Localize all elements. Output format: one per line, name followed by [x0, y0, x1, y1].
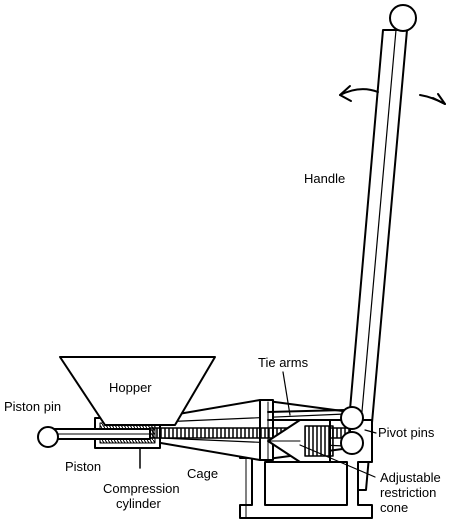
left-arrow-icon: [339, 85, 379, 102]
piston-pin: [37, 426, 59, 448]
label-handle: Handle: [304, 171, 345, 186]
label-piston-pin: Piston pin: [4, 399, 61, 414]
label-compression-line1: Compression: [103, 481, 180, 496]
label-adjustable-line2: restriction: [380, 485, 436, 500]
label-hopper: Hopper: [109, 380, 152, 395]
label-piston: Piston: [65, 459, 101, 474]
label-adjustable-line1: Adjustable: [380, 470, 441, 485]
label-compression-line2: cylinder: [116, 496, 161, 511]
label-adjustable-line3: cone: [380, 500, 408, 515]
handle-knob: [389, 4, 417, 32]
leader-lines: [282, 371, 377, 478]
handle: [342, 4, 417, 491]
label-cage: Cage: [187, 466, 218, 481]
hopper: [59, 356, 216, 426]
label-tie-arms: Tie arms: [258, 355, 309, 370]
pivot-pins: [340, 406, 364, 455]
piston: [47, 428, 151, 440]
right-arrow-icon: [419, 93, 446, 105]
label-pivot-pins: Pivot pins: [378, 425, 435, 440]
